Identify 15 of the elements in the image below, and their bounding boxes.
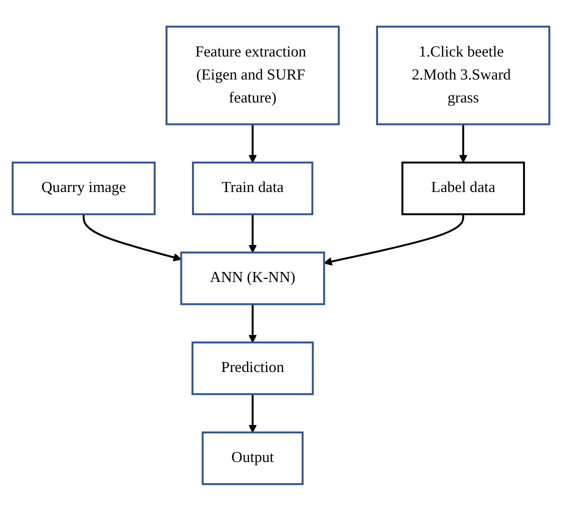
node-box: Prediction: [192, 342, 314, 396]
arrow: [248, 214, 257, 253]
node-box: ANN (K-NN): [180, 252, 326, 306]
node-box: Output: [202, 432, 304, 486]
node-box: Label data: [401, 162, 525, 216]
arrow: [458, 124, 468, 164]
node-box: Quarry image: [12, 162, 156, 216]
arrow: [248, 124, 257, 164]
node-box: Feature extraction (Eigen and SURF feature): [166, 26, 340, 126]
arrow: [82, 214, 182, 262]
node-box: Train data: [192, 162, 314, 216]
arrow: [248, 394, 257, 433]
arrow: [248, 304, 257, 343]
arrow: [324, 214, 464, 266]
node-box: 1.Click beetle 2.Moth 3.Sward grass: [376, 26, 550, 126]
